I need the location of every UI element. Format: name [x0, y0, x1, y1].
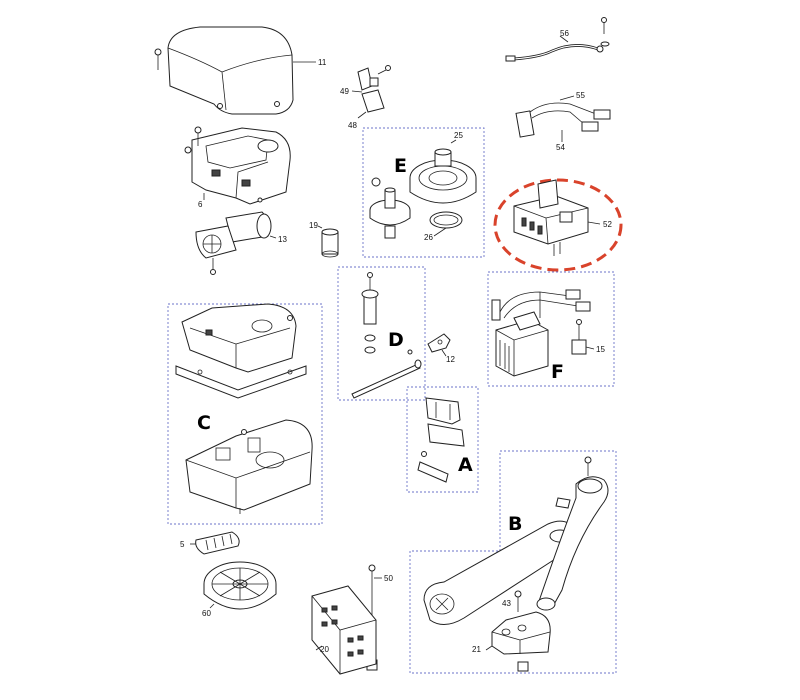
part-12-clip — [427, 333, 451, 357]
group-label-d: D — [388, 329, 404, 351]
group-label-a: A — [458, 454, 473, 476]
part-26-ring — [429, 211, 463, 237]
part-c-lower-housing — [185, 419, 313, 514]
part-13-motor — [195, 211, 277, 275]
part-48-49-bracket — [351, 65, 391, 119]
group-e-box — [362, 127, 485, 258]
part-number-48: 48 — [348, 121, 357, 130]
part-c-upper-housing — [175, 303, 307, 399]
group-c-box — [167, 303, 323, 525]
highlight-part-52 — [493, 178, 623, 272]
group-label-f: F — [551, 361, 564, 383]
part-f-transformer — [491, 289, 591, 377]
part-number-60: 60 — [202, 609, 211, 618]
part-20-mounting-plate — [311, 585, 377, 675]
part-number-49: 49 — [340, 87, 349, 96]
part-number-50: 50 — [384, 574, 393, 583]
part-number-20: 20 — [320, 645, 329, 654]
part-5-coupling — [190, 531, 240, 555]
group-label-b: B — [508, 513, 522, 535]
group-d-box — [337, 266, 426, 401]
part-number-11: 11 — [318, 58, 327, 67]
part-d-shaft-assembly — [351, 272, 422, 399]
part-number-19: 19 — [309, 221, 318, 230]
part-b-arm-curved — [536, 456, 609, 611]
part-number-25: 25 — [454, 131, 463, 140]
part-11-cover — [154, 26, 316, 115]
part-number-54: 54 — [556, 143, 565, 152]
part-56-cable — [505, 17, 610, 62]
part-number-5: 5 — [180, 540, 185, 549]
part-6-housing — [184, 126, 291, 205]
group-label-e: E — [394, 155, 407, 177]
part-a-brackets — [417, 397, 465, 483]
part-number-6: 6 — [198, 200, 203, 209]
part-number-21: 21 — [472, 645, 481, 654]
part-54-55-wire-harness — [515, 95, 611, 142]
group-label-c: C — [197, 412, 211, 434]
part-number-26: 26 — [424, 233, 433, 242]
part-number-55: 55 — [576, 91, 585, 100]
part-number-52: 52 — [603, 220, 612, 229]
part-52-control-board — [513, 179, 601, 256]
part-25-large-gear — [409, 139, 477, 204]
part-number-15: 15 — [596, 345, 605, 354]
part-number-12: 12 — [446, 355, 455, 364]
part-number-43: 43 — [502, 599, 511, 608]
part-small-pinion-gear — [369, 177, 411, 239]
part-number-56: 56 — [560, 29, 569, 38]
part-15-terminal — [571, 319, 595, 355]
part-19-spacer — [317, 225, 339, 258]
part-number-13: 13 — [278, 235, 287, 244]
part-60-pulley — [203, 561, 277, 610]
part-21-base-plate — [485, 590, 551, 672]
